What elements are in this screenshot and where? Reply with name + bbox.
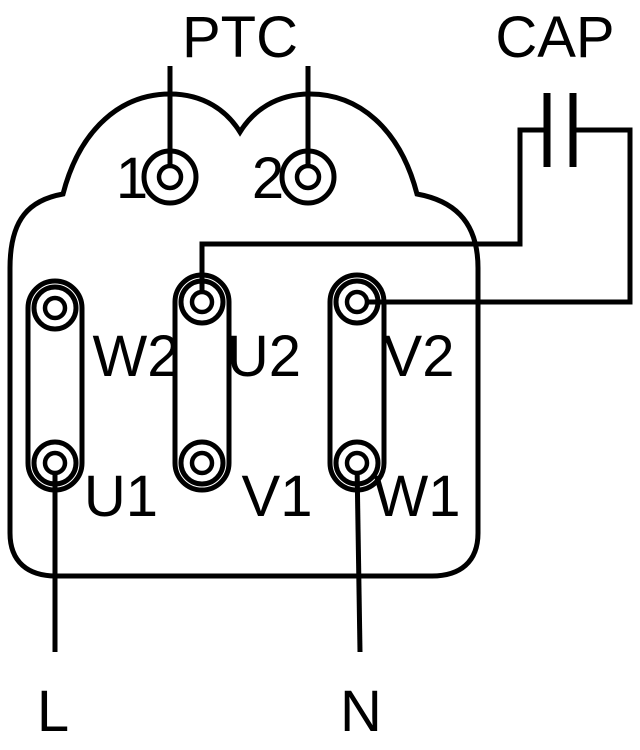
label-w2: W2: [93, 324, 180, 389]
terminal-u1-hole: [42, 450, 68, 476]
neutral-label: N: [340, 679, 382, 744]
terminal-w2-hole: [42, 295, 68, 321]
label-w1: W1: [374, 464, 461, 529]
wire-u2-to-capacitor: [199, 127, 544, 302]
terminal-v2-hole: [344, 289, 370, 315]
label-u2: U2: [227, 324, 301, 389]
label-v1: V1: [242, 464, 313, 529]
capacitor-symbol-icon: [543, 93, 577, 167]
label-u1: U1: [84, 464, 158, 529]
terminal-w1-hole: [344, 450, 370, 476]
ptc-terminal-1-label: 1: [116, 146, 148, 211]
ptc-terminal-2-hole: [294, 163, 322, 191]
line-label: L: [37, 679, 69, 744]
ptc-terminal-2-label: 2: [252, 146, 284, 211]
wire-capacitor-to-v2: [357, 127, 633, 305]
cap-label: CAP: [495, 5, 614, 70]
terminal-v1-hole: [189, 450, 215, 476]
terminal-u2-hole: [189, 289, 215, 315]
wire-neutral-n: [354, 462, 363, 653]
ptc-terminal-1-hole: [156, 163, 184, 191]
label-v2: V2: [384, 324, 455, 389]
ptc-label: PTC: [182, 5, 298, 70]
